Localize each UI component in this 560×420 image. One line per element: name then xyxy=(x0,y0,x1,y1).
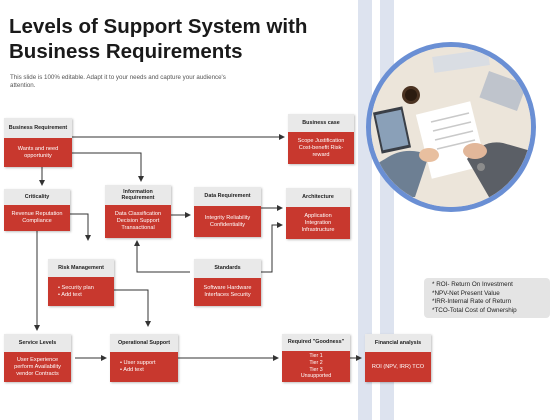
node-body-line: Compliance xyxy=(22,218,52,224)
node-business-requirement: Business Requirement Wants and need oppo… xyxy=(4,118,72,167)
node-body-text: User support xyxy=(123,360,156,366)
node-body: Integrity Reliability Confidentiality xyxy=(194,206,261,237)
node-header: Criticality xyxy=(4,189,70,205)
page-subtitle: This slide is 100% editable. Adapt it to… xyxy=(10,74,226,89)
node-body-line: Transactional xyxy=(121,225,155,231)
node-header: Architecture xyxy=(286,188,350,207)
node-header: Information Requirement xyxy=(105,185,171,205)
node-body: • Security plan • Add text xyxy=(48,277,114,306)
node-body-line: Infrastructure xyxy=(301,226,335,233)
arrow-standards-to-arch xyxy=(261,222,283,273)
node-body-line: Revenue Reputation xyxy=(11,211,63,217)
node-body-line: Integration xyxy=(304,219,332,226)
node-body-line: Wants and need xyxy=(17,145,59,152)
node-body: Wants and need opportunity xyxy=(4,138,72,167)
node-body-line: reward xyxy=(312,151,330,158)
abbreviation-legend: * ROI- Return On Investment *NPV-Net Pre… xyxy=(424,278,550,318)
node-body-line: User Experience xyxy=(16,356,59,363)
node-body-line: Cost-benefit Risk- xyxy=(298,144,344,151)
node-body: Data Classification Decision Support Tra… xyxy=(105,205,171,238)
arrow-criticality-to-risk xyxy=(70,213,91,241)
node-operational-support: Operational Support • User support • Add… xyxy=(110,334,178,382)
node-information-requirement: Information Requirement Data Classificat… xyxy=(105,185,171,238)
arrow-risk-to-ops xyxy=(114,289,151,327)
node-body-line: Scope Justification xyxy=(297,137,345,144)
arrow-br-to-info xyxy=(72,152,144,182)
node-body-line: Confidentiality xyxy=(209,221,246,228)
node-header: Business case xyxy=(288,114,354,132)
legend-item: * ROI- Return On Investment xyxy=(432,281,513,288)
node-header: Standards xyxy=(194,259,261,278)
arrow-standards-to-info xyxy=(134,240,190,273)
node-risk-management: Risk Management • Security plan • Add te… xyxy=(48,259,114,306)
node-header: Required "Goodness" xyxy=(282,334,350,351)
node-body-line: Interfaces Security xyxy=(204,292,251,298)
node-header: Financial analysis xyxy=(365,334,431,352)
node-body-line: • Security plan xyxy=(58,284,94,291)
legend-item: *IRR-Internal Rate of Return xyxy=(432,298,512,306)
page-title: Levels of Support System with Business R… xyxy=(9,15,308,63)
node-header: Risk Management xyxy=(48,259,114,277)
node-financial-analysis: Financial analysis ROI (NPV, IRR) TCO xyxy=(365,334,431,382)
node-body-line: Unsupported xyxy=(300,373,332,380)
legend-item: *TCO-Total Cost of Ownership xyxy=(432,306,517,314)
node-body-text: Add text xyxy=(123,367,144,373)
node-body-line: Application xyxy=(304,212,332,219)
node-body-line: perform Availability xyxy=(14,363,61,370)
node-header: Service Levels xyxy=(4,334,71,352)
node-data-requirement: Data Requirement Integrity Reliability C… xyxy=(194,187,261,237)
node-required-goodness: Required "Goodness" Tier 1 Tier 2 Tier 3… xyxy=(282,334,350,382)
node-body-line: Software Hardware xyxy=(203,285,252,291)
node-body-line: Data Classification xyxy=(114,211,162,217)
office-desk-photo xyxy=(366,42,536,212)
legend-item: *NPV-Net Present Value xyxy=(432,289,500,297)
node-header: Operational Support xyxy=(110,334,178,352)
node-body-line: • Add text xyxy=(120,367,144,373)
node-body: Scope Justification Cost-benefit Risk- r… xyxy=(288,132,354,164)
node-body: ROI (NPV, IRR) TCO xyxy=(365,352,431,382)
node-body-line: vendor Contracts xyxy=(16,370,59,377)
node-body-line: • User support xyxy=(120,360,156,366)
node-body-line: ROI (NPV, IRR) TCO xyxy=(371,363,425,370)
node-body-line: Tier 3 xyxy=(309,366,323,373)
node-body: Tier 1 Tier 2 Tier 3 Unsupported xyxy=(282,351,350,382)
photo-illustration xyxy=(371,47,531,207)
node-body-line: Decision Support xyxy=(116,218,160,224)
node-business-case: Business case Scope Justification Cost-b… xyxy=(288,114,354,164)
node-body-text: Security plan xyxy=(61,284,94,291)
node-header: Data Requirement xyxy=(194,187,261,206)
node-body-line: Integrity Reliability xyxy=(204,214,251,221)
node-body: Software Hardware Interfaces Security xyxy=(194,278,261,306)
node-body-line: • Add text xyxy=(58,291,82,298)
node-body: Application Integration Infrastructure xyxy=(286,207,350,239)
node-header: Business Requirement xyxy=(4,118,72,138)
node-body-line: opportunity xyxy=(24,152,52,159)
node-standards: Standards Software Hardware Interfaces S… xyxy=(194,259,261,306)
node-architecture: Architecture Application Integration Inf… xyxy=(286,188,350,239)
node-body-line: Tier 2 xyxy=(309,359,323,366)
node-service-levels: Service Levels User Experience perform A… xyxy=(4,334,71,382)
node-body: • User support • Add text xyxy=(110,352,178,382)
node-body: Revenue Reputation Compliance xyxy=(4,205,70,231)
node-body: User Experience perform Availability ven… xyxy=(4,352,71,382)
node-body-text: Add text xyxy=(61,291,82,298)
node-body-line: Tier 1 xyxy=(309,353,323,360)
node-criticality: Criticality Revenue Reputation Complianc… xyxy=(4,189,70,231)
